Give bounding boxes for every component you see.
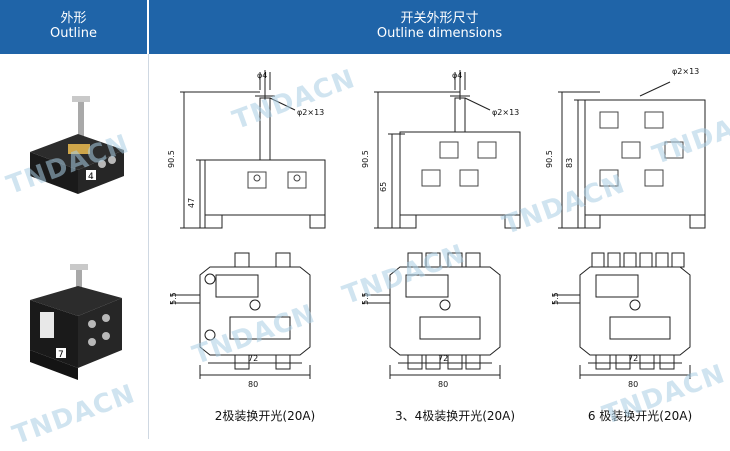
top-view-3-4pole: [362, 252, 501, 379]
dim-80-c: 80: [628, 380, 638, 389]
caption-3-4pole: 3、4极装换开光(20A): [394, 409, 516, 423]
dim-72-b: 72: [438, 354, 448, 363]
header-dimensions-en: Outline dimensions: [376, 26, 503, 41]
side-view-3-4pole: [374, 70, 521, 229]
photo-bottom-number: 7: [58, 350, 64, 360]
watermark: TNDACN: [8, 379, 140, 451]
dim-47: 47: [187, 198, 196, 208]
header-outline-zh: 外形: [60, 11, 87, 26]
header-outline: 外形 Outline: [0, 0, 147, 54]
header-outline-en: Outline: [49, 26, 98, 41]
dim-phi2x13-a: φ2×13: [297, 108, 324, 117]
dim-905-a: 90.5: [167, 150, 176, 168]
side-view-diagrams: φ4 φ2×13 90.5 47 φ4 φ2×13 90.5 65 φ2×13 …: [167, 67, 706, 229]
top-view-diagrams: 5.5 72 80 5.5 72 80 5.5 72 80: [169, 252, 691, 389]
dim-83: 83: [565, 158, 574, 168]
dim-80-b: 80: [438, 380, 448, 389]
side-view-6pole: [558, 81, 706, 229]
dim-65: 65: [379, 182, 388, 192]
column-divider: [148, 54, 149, 439]
caption-6pole: 6 极装换开光(20A): [587, 409, 693, 423]
top-view-2pole: [170, 252, 311, 379]
top-view-6pole: [552, 252, 691, 379]
dim-phi4-a: φ4: [257, 71, 267, 80]
dim-55-c: 5.5: [551, 292, 560, 305]
dim-phi2x13-b: φ2×13: [492, 108, 519, 117]
dim-phi4-b: φ4: [452, 71, 462, 80]
side-view-2pole: [180, 70, 326, 229]
dim-72-c: 72: [628, 354, 638, 363]
dim-905-c: 90.5: [545, 150, 554, 168]
dim-80-a: 80: [248, 380, 258, 389]
header-dimensions-zh: 开关外形尺寸: [400, 11, 479, 26]
caption-2pole: 2极装换开光(20A): [214, 409, 316, 423]
header-dimensions: 开关外形尺寸 Outline dimensions: [149, 0, 730, 54]
photo-top-number: 4: [88, 172, 94, 182]
dim-phi2x13-c: φ2×13: [672, 67, 699, 76]
dim-905-b: 90.5: [361, 150, 370, 168]
dim-55-a: 5.5: [169, 292, 178, 305]
product-photo-6pole: 7: [30, 264, 122, 380]
dim-55-b: 5.5: [361, 292, 370, 305]
dim-72-a: 72: [248, 354, 258, 363]
product-photo-2pole: 4: [30, 96, 124, 194]
